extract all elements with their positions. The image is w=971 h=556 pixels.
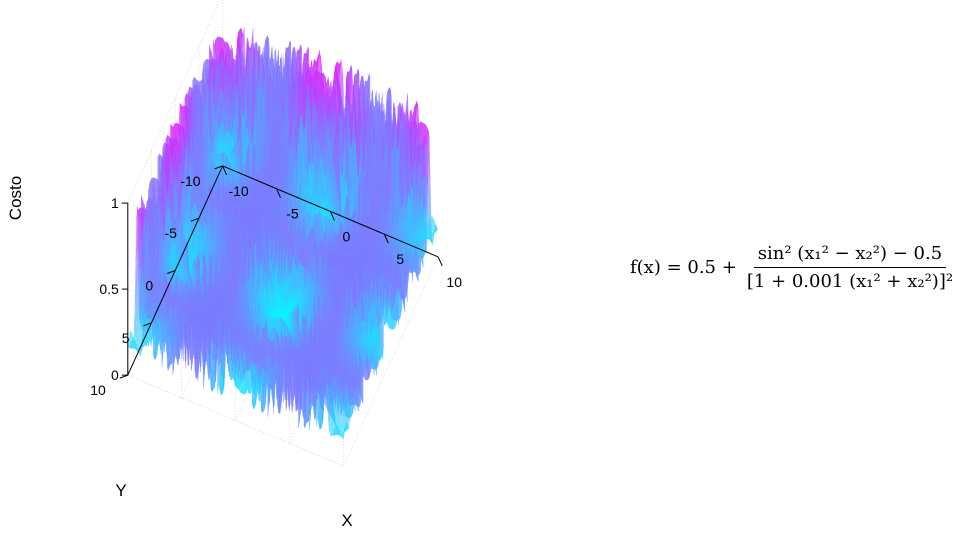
grid-line	[343, 256, 439, 467]
grid-line	[127, 0, 221, 204]
grid-line	[127, 374, 344, 467]
surface-mesh	[127, 27, 439, 441]
